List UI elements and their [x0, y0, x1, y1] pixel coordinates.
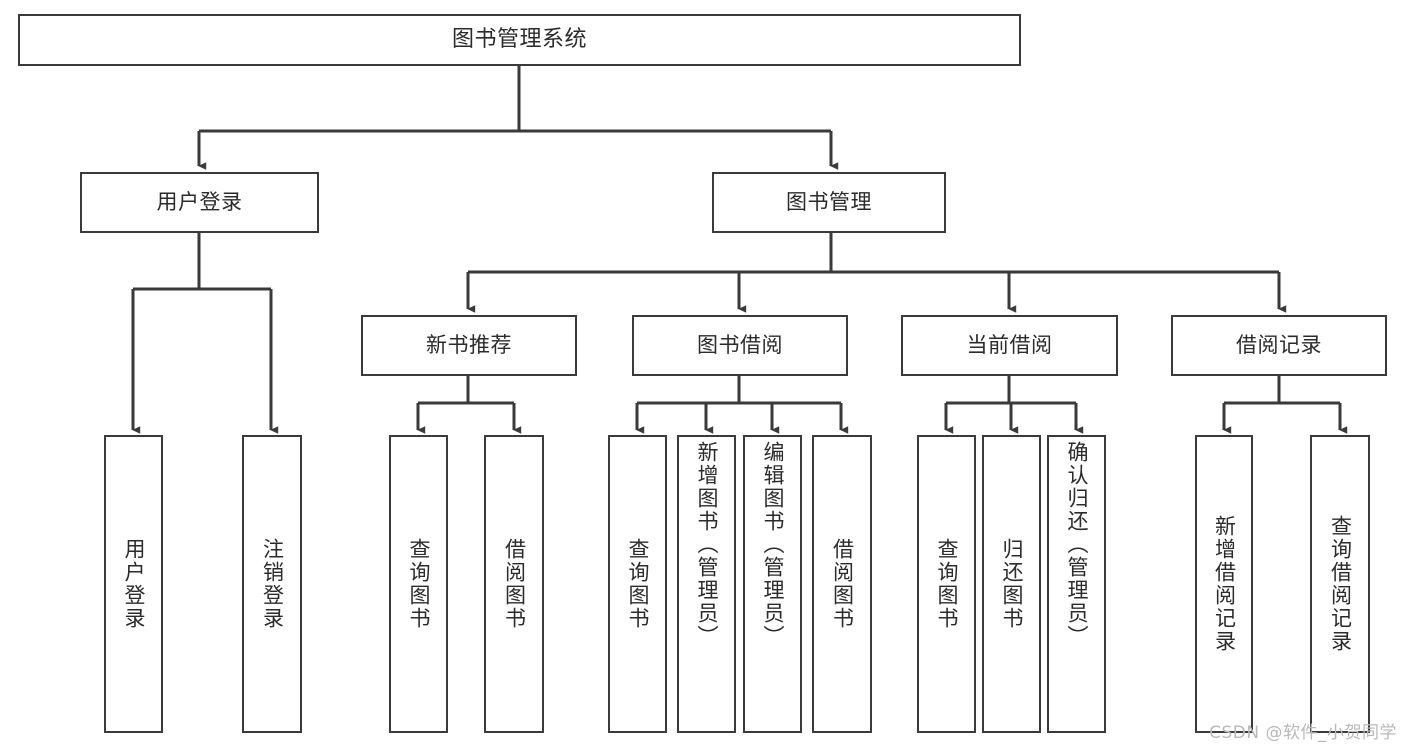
node-leaf-query-book-borrow[interactable]: 查询图书	[608, 435, 667, 733]
node-leaf-user-login[interactable]: 用户登录	[104, 435, 163, 733]
node-leaf-query-book-recommend[interactable]: 查询图书	[389, 435, 448, 733]
csdn-watermark: CSDN @软件_小贺同学	[1209, 723, 1397, 743]
node-user-login[interactable]: 用户登录	[80, 172, 319, 233]
node-leaf-confirm-return-admin[interactable]: 确认归还（管理员）	[1047, 435, 1106, 733]
node-label: 查询图书	[935, 538, 959, 630]
node-label: 查询借阅记录	[1328, 515, 1353, 653]
node-label: 新增图书（管理员）	[695, 441, 719, 648]
node-label: 注销登录	[260, 538, 285, 630]
node-label: 图书管理	[786, 190, 872, 215]
node-leaf-add-book-admin[interactable]: 新增图书（管理员）	[677, 435, 736, 733]
node-leaf-borrow-book-recommend[interactable]: 借阅图书	[484, 435, 544, 733]
node-label: 查询图书	[626, 538, 650, 630]
node-leaf-query-borrow-record[interactable]: 查询借阅记录	[1310, 435, 1370, 733]
node-label: 新增借阅记录	[1212, 515, 1237, 653]
node-leaf-user-logout[interactable]: 注销登录	[242, 435, 302, 733]
node-label: 当前借阅	[966, 333, 1053, 358]
node-borrow-record[interactable]: 借阅记录	[1171, 315, 1387, 376]
node-label: 借阅图书	[830, 538, 855, 630]
node-current-borrow[interactable]: 当前借阅	[901, 315, 1118, 376]
node-label: 编辑图书（管理员）	[761, 441, 785, 648]
node-label: 归还图书	[1000, 538, 1024, 630]
node-leaf-edit-book-admin[interactable]: 编辑图书（管理员）	[743, 435, 802, 733]
node-label: 图书管理系统	[451, 27, 587, 53]
node-leaf-return-book[interactable]: 归还图书	[982, 435, 1041, 733]
node-book-management[interactable]: 图书管理	[712, 172, 946, 233]
node-book-borrow[interactable]: 图书借阅	[632, 315, 848, 376]
node-label: 用户登录	[122, 538, 146, 630]
node-label: 图书借阅	[697, 333, 783, 358]
node-label: 查询图书	[407, 538, 431, 630]
node-leaf-borrow-book[interactable]: 借阅图书	[812, 435, 872, 733]
node-label: 新书推荐	[426, 333, 512, 358]
node-label: 借阅记录	[1236, 333, 1322, 358]
node-label: 确认归还（管理员）	[1065, 441, 1089, 648]
node-leaf-add-borrow-record[interactable]: 新增借阅记录	[1195, 435, 1253, 733]
node-leaf-query-book-current[interactable]: 查询图书	[917, 435, 976, 733]
node-new-book-recommend[interactable]: 新书推荐	[361, 315, 577, 376]
node-label: 用户登录	[156, 190, 243, 215]
node-root-book-management-system[interactable]: 图书管理系统	[18, 14, 1021, 66]
node-label: 借阅图书	[502, 538, 527, 630]
